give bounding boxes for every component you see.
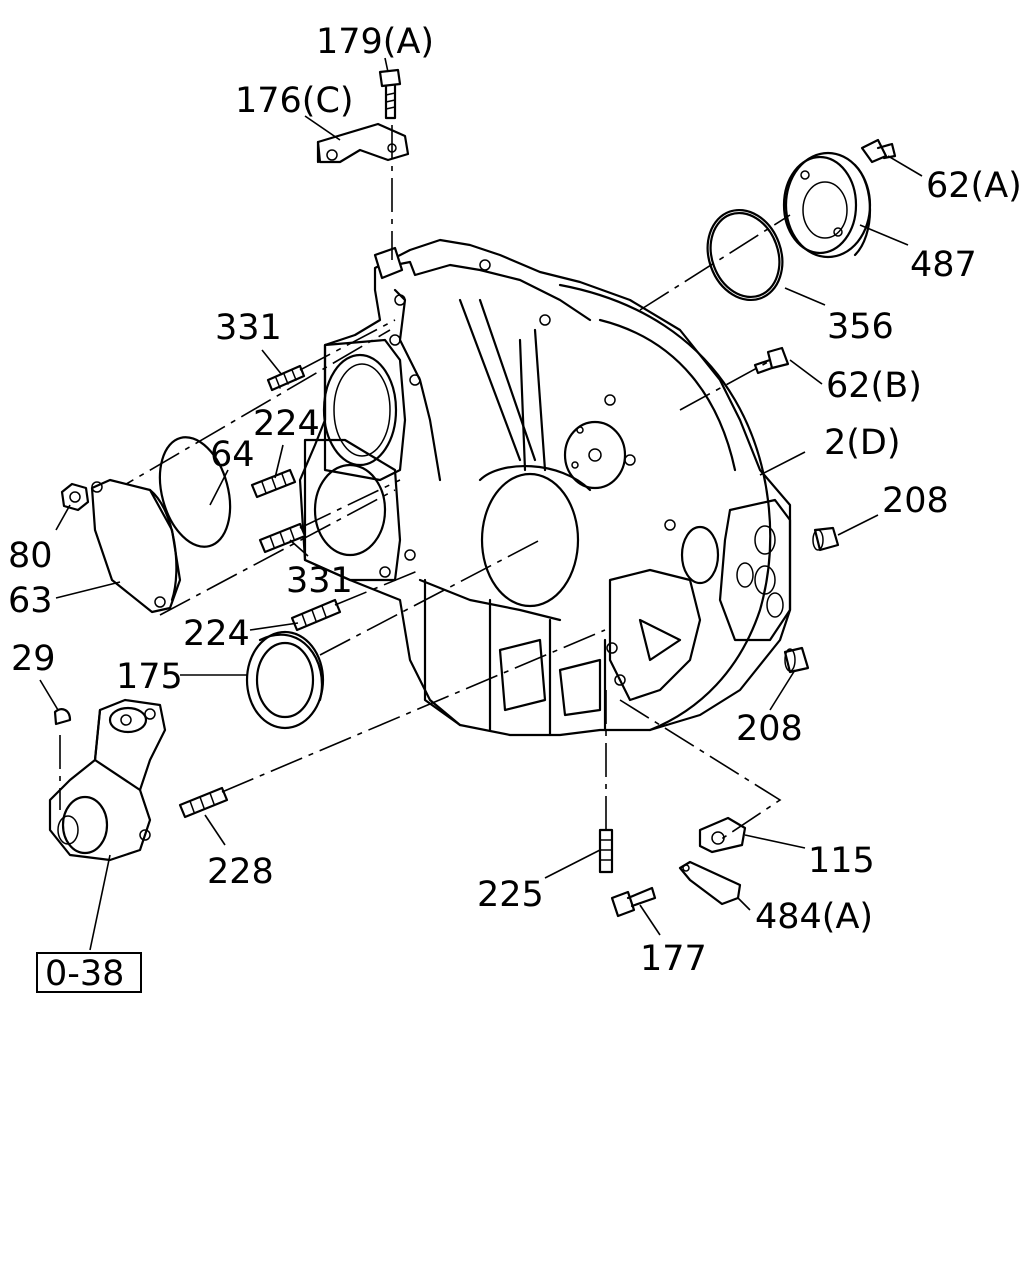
callout-115: 115 <box>808 841 875 881</box>
callout-179a: 179(A) <box>316 22 434 62</box>
callout-175: 175 <box>116 657 183 697</box>
callout-64: 64 <box>210 435 255 475</box>
callout-2d: 2(D) <box>824 423 901 463</box>
stud-224-top-part <box>250 468 297 499</box>
flywheel-housing-part <box>298 238 792 737</box>
callout-80: 80 <box>8 536 53 576</box>
callout-29: 29 <box>11 639 56 679</box>
stud-331-top-part <box>266 364 306 392</box>
stud-228-part <box>178 786 229 819</box>
oil-seal-175-part <box>245 630 325 730</box>
plug-208-bottom-part <box>783 646 810 674</box>
bolt-62a-part <box>860 138 897 164</box>
stud-224-mid-part <box>290 598 342 632</box>
callout-225: 225 <box>477 875 544 915</box>
callout-63: 63 <box>8 581 53 621</box>
callout-487: 487 <box>910 245 977 285</box>
callout-177: 177 <box>640 939 707 979</box>
plug-208-top-part <box>812 526 840 552</box>
sensor-115-part <box>698 816 747 854</box>
callout-224-mid: 224 <box>183 614 250 654</box>
cover-487-part <box>782 151 872 259</box>
nut-80-part <box>60 482 90 512</box>
key-29-part <box>53 708 72 726</box>
reference-box[interactable]: 0-38 <box>36 952 142 994</box>
callout-208-bottom: 208 <box>736 709 803 749</box>
callout-228: 228 <box>207 852 274 892</box>
reference-label: 0-38 <box>45 954 124 994</box>
callout-331-top: 331 <box>215 308 282 348</box>
callout-331-mid: 331 <box>286 561 353 601</box>
oil-pump-assembly-part <box>48 698 167 862</box>
callout-356: 356 <box>827 307 894 347</box>
cover-63-part <box>90 478 182 614</box>
stud-331-mid-part <box>258 522 307 554</box>
bolt-179a-part <box>378 68 402 120</box>
bolt-62b-part <box>753 346 790 375</box>
callout-62b: 62(B) <box>826 366 922 406</box>
plate-484a-part <box>678 860 742 906</box>
bolt-177-part <box>610 886 657 918</box>
callout-176c: 176(C) <box>235 81 354 121</box>
bracket-part <box>316 122 410 164</box>
leader-lines <box>39 57 923 951</box>
callout-224-top: 224 <box>253 404 320 444</box>
stud-225-part <box>598 828 614 874</box>
callout-208-top: 208 <box>882 481 949 521</box>
gasket-64-part <box>158 436 232 548</box>
callout-62a: 62(A) <box>926 166 1022 206</box>
o-ring-356-part <box>706 208 784 302</box>
callout-484a: 484(A) <box>755 897 873 937</box>
